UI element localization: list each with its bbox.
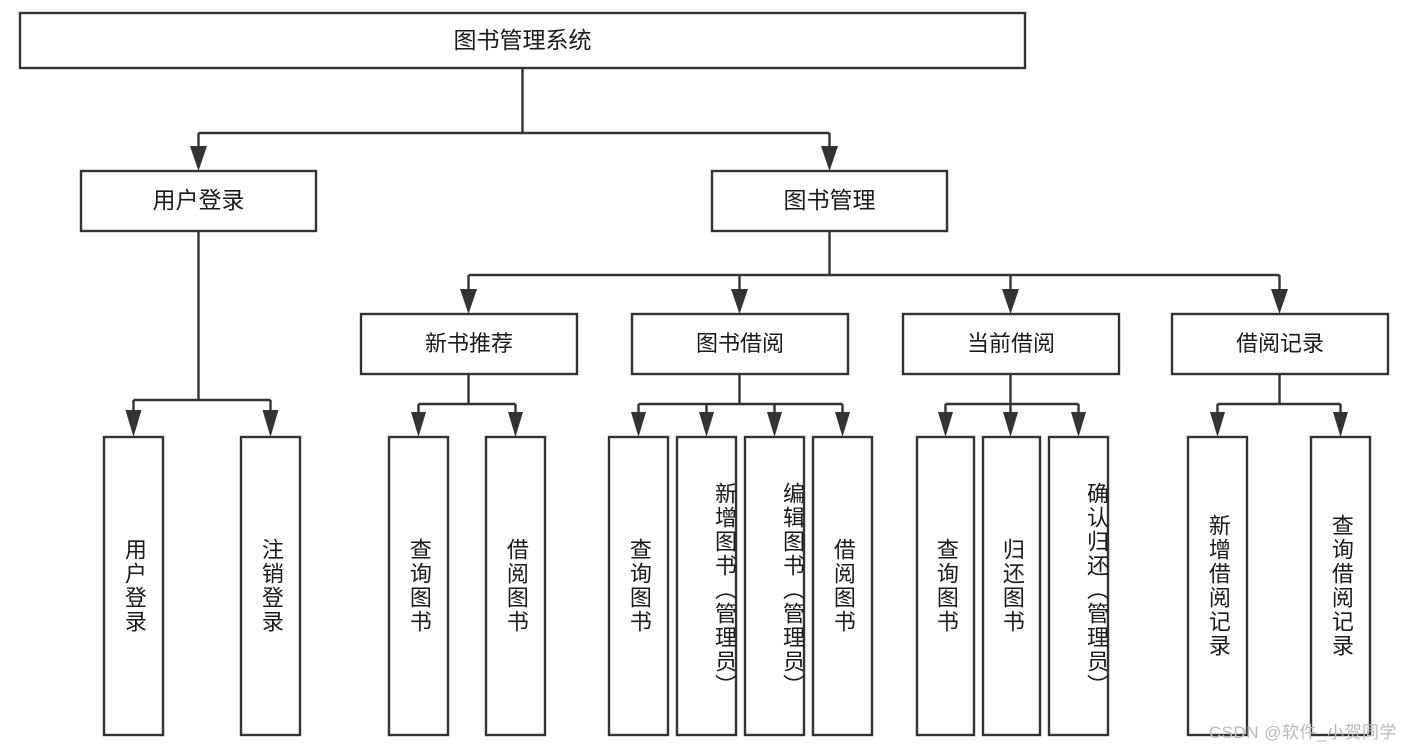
node-root-label: 图书管理系统 (454, 27, 592, 53)
node-root-box[interactable] (18, 11, 1027, 70)
node-book-borrow-box[interactable] (630, 312, 850, 376)
node-borrow-records-label: 借阅记录 (1236, 331, 1324, 356)
arrow-borrow-leaf-4 (835, 412, 850, 437)
leaf-box-return-book[interactable] (981, 435, 1042, 737)
leaf-box-query-books-new[interactable] (387, 435, 450, 737)
leaf-box-add-book-admin[interactable] (675, 435, 738, 737)
arrow-bookmgmt-to-current (1002, 289, 1019, 314)
node-borrow-records-box[interactable] (1170, 312, 1390, 376)
arrow-root-to-user-login (190, 146, 207, 171)
node-book-management-label: 图书管理 (784, 187, 876, 213)
arrow-bookmgmt-to-records (1271, 289, 1288, 314)
arrow-userlogin-leaf-2 (262, 410, 279, 437)
arrow-newbooks-leaf-2 (508, 412, 523, 437)
arrow-userlogin-leaf-1 (125, 410, 142, 437)
leaf-box-logout[interactable] (239, 435, 302, 737)
leaf-box-user-login[interactable] (102, 435, 165, 737)
node-new-book-recommend-box[interactable] (359, 312, 579, 376)
node-layer: 图书管理系统 用户登录 图书管理 新书推荐 图书借阅 当前借阅 借阅记录 (18, 11, 1390, 737)
node-book-management-box[interactable] (710, 169, 949, 233)
arrow-records-leaf-2 (1333, 412, 1348, 437)
connector-layer (125, 68, 1348, 437)
arrow-newbooks-leaf-1 (411, 412, 426, 437)
leaf-box-query-books-current[interactable] (915, 435, 976, 737)
arrow-bookmgmt-to-new-books (460, 289, 477, 314)
node-user-login-label: 用户登录 (153, 187, 245, 213)
node-user-login-box[interactable] (79, 169, 318, 233)
arrow-root-to-book-mgmt (821, 146, 838, 171)
leaf-box-add-borrow-record[interactable] (1186, 435, 1249, 737)
leaf-box-edit-book-admin[interactable] (743, 435, 806, 737)
leaf-box-borrow-book[interactable] (811, 435, 874, 737)
node-book-borrow-label: 图书借阅 (696, 331, 784, 356)
arrow-records-leaf-1 (1210, 412, 1225, 437)
arrow-borrow-leaf-2 (699, 412, 714, 437)
leaf-box-query-books-borrow[interactable] (607, 435, 670, 737)
arrow-current-leaf-3 (1071, 412, 1086, 437)
arrow-bookmgmt-to-borrow (731, 289, 748, 314)
arrow-current-leaf-1 (938, 412, 953, 437)
leaf-box-borrow-books-new[interactable] (484, 435, 547, 737)
arrow-borrow-leaf-1 (631, 412, 646, 437)
leaf-box-query-borrow-record[interactable] (1309, 435, 1372, 737)
node-new-book-recommend-label: 新书推荐 (425, 331, 513, 356)
node-current-borrow-label: 当前借阅 (967, 331, 1055, 356)
arrow-current-leaf-2 (1003, 412, 1018, 437)
node-current-borrow-box[interactable] (901, 312, 1121, 376)
arrow-borrow-leaf-3 (767, 412, 782, 437)
leaf-box-confirm-return-admin[interactable] (1047, 435, 1110, 737)
